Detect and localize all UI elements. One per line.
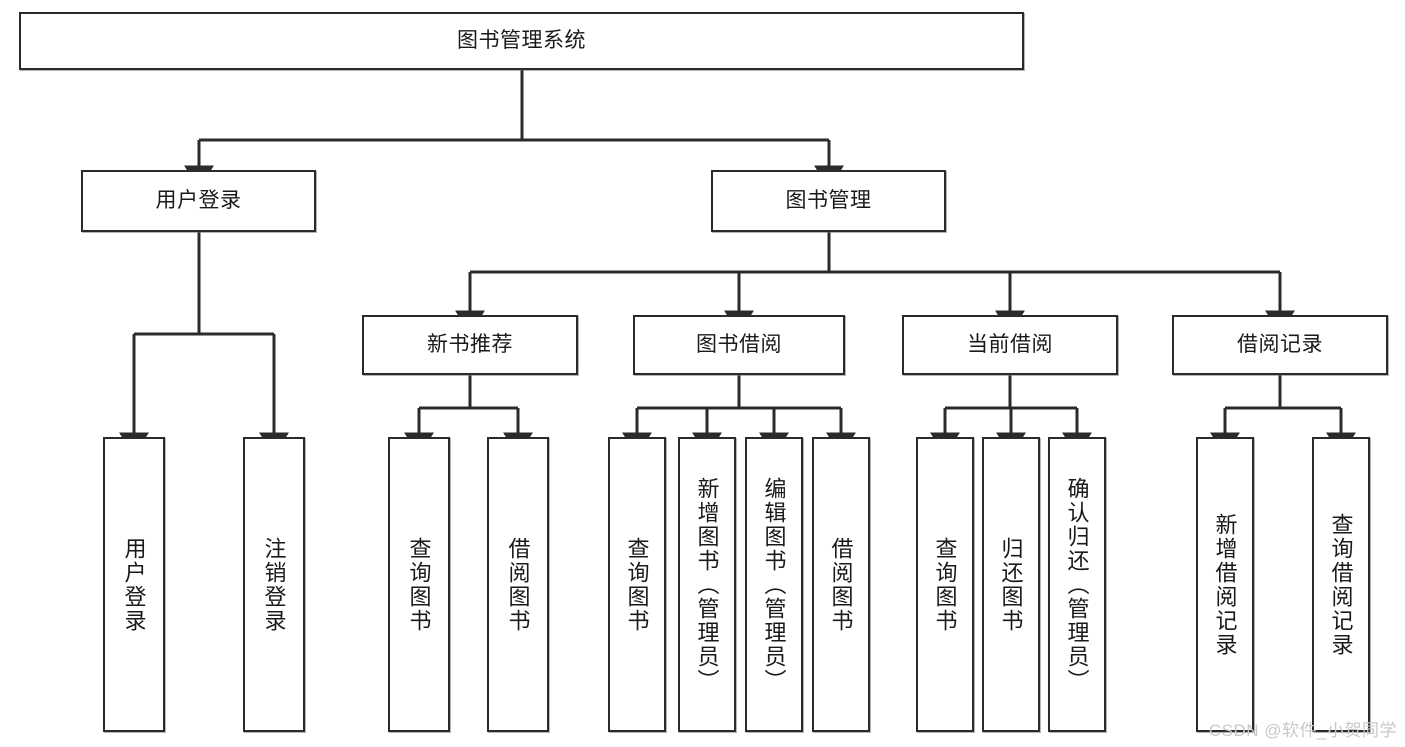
node-label: 查询图书 [406,536,432,633]
node-leaf-bb-borrow[interactable]: 借阅图书 [812,437,870,732]
node-label: 查询图书 [932,536,958,633]
node-leaf-user-login[interactable]: 用户登录 [103,437,165,732]
node-label: 编辑图书（管理员） [761,476,787,693]
node-leaf-nbr-borrow[interactable]: 借阅图书 [487,437,549,732]
node-label: 用户登录 [121,536,147,633]
node-label: 用户登录 [155,189,242,213]
node-leaf-cb-confirm[interactable]: 确认归还（管理员） [1048,437,1106,732]
node-new-book-rec[interactable]: 新书推荐 [362,315,578,375]
node-label: 查询图书 [624,536,650,633]
node-label: 借阅图书 [828,536,854,633]
node-label: 查询借阅记录 [1328,512,1354,657]
node-label: 借阅记录 [1237,333,1323,357]
node-label: 新书推荐 [427,333,513,357]
node-label: 新增借阅记录 [1212,512,1238,657]
node-label: 图书借阅 [696,333,782,357]
node-label: 图书管理 [785,189,872,213]
node-leaf-bb-add[interactable]: 新增图书（管理员） [678,437,736,732]
node-leaf-cb-query[interactable]: 查询图书 [916,437,974,732]
node-leaf-cb-return[interactable]: 归还图书 [982,437,1040,732]
node-leaf-nbr-query[interactable]: 查询图书 [388,437,450,732]
node-leaf-bb-edit[interactable]: 编辑图书（管理员） [745,437,803,732]
node-label: 注销登录 [261,536,287,633]
node-leaf-br-query[interactable]: 查询借阅记录 [1312,437,1370,732]
node-label: 当前借阅 [967,333,1053,357]
node-label: 借阅图书 [505,536,531,633]
node-book-manage[interactable]: 图书管理 [711,170,946,232]
node-borrow-record[interactable]: 借阅记录 [1172,315,1388,375]
node-leaf-logout[interactable]: 注销登录 [243,437,305,732]
node-label: 归还图书 [998,536,1024,633]
node-leaf-br-add[interactable]: 新增借阅记录 [1196,437,1254,732]
node-label: 确认归还（管理员） [1064,476,1090,693]
node-leaf-bb-query[interactable]: 查询图书 [608,437,666,732]
node-user-login[interactable]: 用户登录 [81,170,316,232]
node-label: 新增图书（管理员） [694,476,720,693]
node-current-borrow[interactable]: 当前借阅 [902,315,1118,375]
node-root[interactable]: 图书管理系统 [19,12,1024,70]
node-book-borrow[interactable]: 图书借阅 [633,315,845,375]
node-label: 图书管理系统 [457,29,586,53]
